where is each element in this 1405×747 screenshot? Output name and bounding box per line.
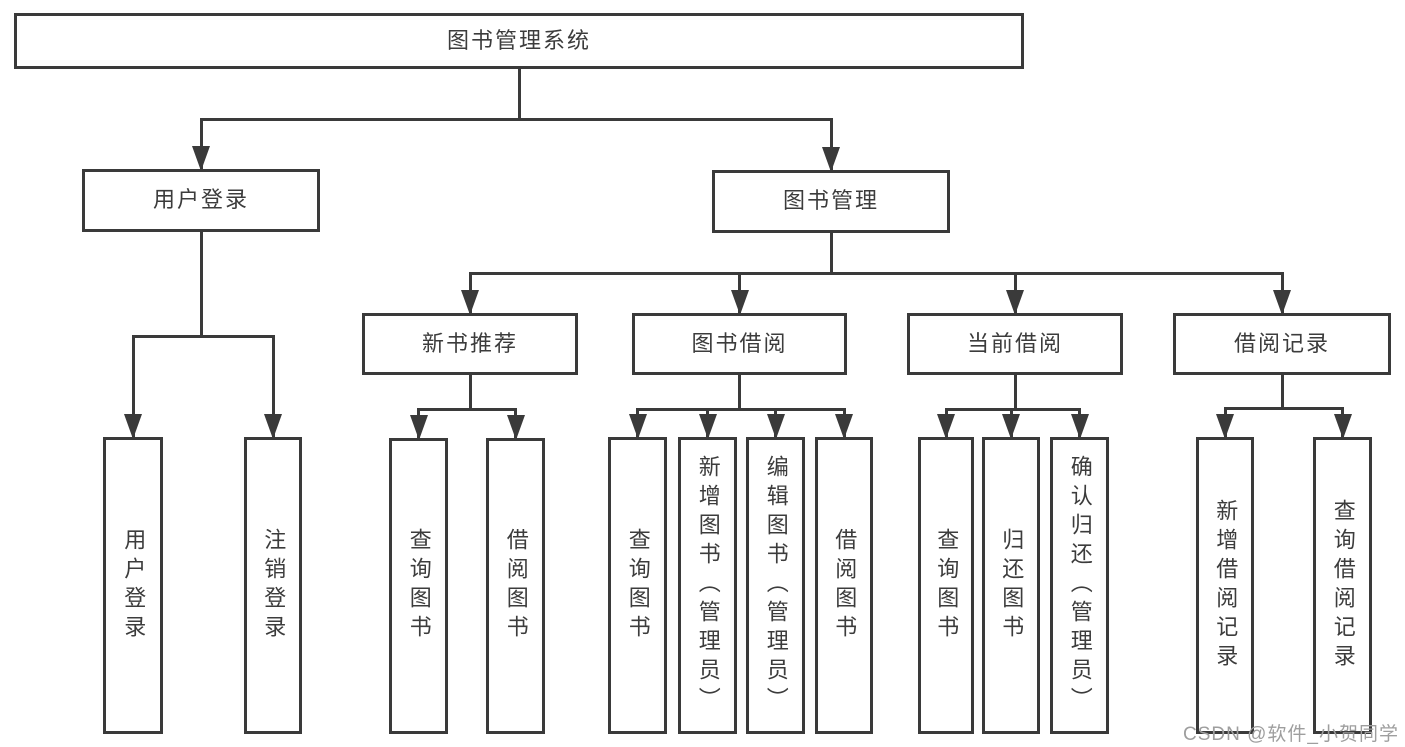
connector-line xyxy=(417,408,517,411)
node-new-book-rec: 新书推荐 xyxy=(362,313,578,375)
node-current-loan: 当前借阅 xyxy=(907,313,1123,375)
connector-line xyxy=(636,408,846,411)
arrowhead-down-icon xyxy=(192,146,210,171)
csdn-watermark: CSDN @软件_小贺同学 xyxy=(1183,724,1399,745)
node-label: 查询图书 xyxy=(406,528,432,644)
node-label: 图书借阅 xyxy=(691,330,788,356)
node-label: 确认归还（管理员） xyxy=(1067,455,1093,716)
arrowhead-down-icon xyxy=(1070,414,1089,439)
node-label: 编辑图书（管理员） xyxy=(763,455,789,716)
node-rec-query: 查询图书 xyxy=(389,438,448,734)
arrowhead-down-icon xyxy=(1273,290,1291,315)
node-label: 用户登录 xyxy=(152,187,249,213)
connector-line xyxy=(944,408,1081,411)
node-log-add: 新增借阅记录 xyxy=(1196,437,1254,734)
node-label: 归还图书 xyxy=(999,527,1025,644)
connector-line xyxy=(199,232,203,338)
node-cur-confirm: 确认归还（管理员） xyxy=(1050,437,1109,734)
connector-line xyxy=(131,335,275,338)
node-bor-add: 新增图书（管理员） xyxy=(678,437,737,734)
node-label: 新书推荐 xyxy=(421,330,518,356)
node-cur-return: 归还图书 xyxy=(982,437,1040,734)
arrowhead-down-icon xyxy=(409,415,428,440)
node-cur-query: 查询图书 xyxy=(918,437,974,734)
arrowhead-down-icon xyxy=(835,414,853,439)
connector-line xyxy=(199,118,203,169)
node-label: 注销登录 xyxy=(261,527,287,644)
node-book-borrow: 图书借阅 xyxy=(632,313,847,375)
connector-line xyxy=(829,118,833,170)
connector-line xyxy=(468,375,472,411)
node-label: 查询借阅记录 xyxy=(1330,498,1356,673)
node-rec-borrow: 借阅图书 xyxy=(486,438,545,734)
node-label: 图书管理系统 xyxy=(446,27,591,53)
arrowhead-down-icon xyxy=(1216,414,1234,439)
node-leaf-login: 用户登录 xyxy=(103,437,163,734)
node-label: 借阅图书 xyxy=(832,527,858,644)
node-label: 新增图书（管理员） xyxy=(695,455,721,716)
arrowhead-down-icon xyxy=(461,290,479,315)
node-log-query: 查询借阅记录 xyxy=(1313,437,1372,734)
connector-line xyxy=(131,335,135,437)
arrowhead-down-icon xyxy=(124,414,142,439)
arrowhead-down-icon xyxy=(822,147,840,172)
arrowhead-down-icon xyxy=(264,414,282,439)
node-label: 新增借阅记录 xyxy=(1213,498,1239,673)
connector-line xyxy=(199,118,833,121)
node-label: 查询图书 xyxy=(625,527,651,644)
arrowhead-down-icon xyxy=(628,414,647,439)
arrowhead-down-icon xyxy=(1006,290,1024,315)
node-label: 当前借阅 xyxy=(966,330,1063,356)
node-label: 查询图书 xyxy=(934,527,960,644)
node-label: 借阅图书 xyxy=(503,528,529,644)
node-bor-edit: 编辑图书（管理员） xyxy=(746,437,805,734)
connector-line xyxy=(517,69,521,121)
connector-line xyxy=(468,272,1284,275)
connector-line xyxy=(1013,375,1017,411)
connector-line xyxy=(738,375,741,411)
arrowhead-down-icon xyxy=(1002,414,1020,439)
connector-line xyxy=(271,335,275,437)
connector-line xyxy=(829,233,833,275)
node-root: 图书管理系统 xyxy=(14,13,1024,69)
node-bor-borrow: 借阅图书 xyxy=(815,437,873,734)
arrowhead-down-icon xyxy=(698,414,717,439)
arrowhead-down-icon xyxy=(730,290,749,315)
arrowhead-down-icon xyxy=(1333,414,1352,439)
connector-line xyxy=(1280,375,1284,410)
node-book-mgmt: 图书管理 xyxy=(712,170,950,233)
arrowhead-down-icon xyxy=(766,414,785,439)
node-leaf-logout: 注销登录 xyxy=(244,437,302,734)
node-user-login: 用户登录 xyxy=(82,169,320,232)
connector-line xyxy=(1223,407,1344,410)
arrowhead-down-icon xyxy=(506,415,525,440)
node-label: 图书管理 xyxy=(782,188,879,214)
node-label: 借阅记录 xyxy=(1233,330,1330,356)
arrowhead-down-icon xyxy=(937,414,955,439)
node-label: 用户登录 xyxy=(121,527,147,644)
node-bor-query: 查询图书 xyxy=(608,437,667,734)
node-loan-record: 借阅记录 xyxy=(1173,313,1391,375)
